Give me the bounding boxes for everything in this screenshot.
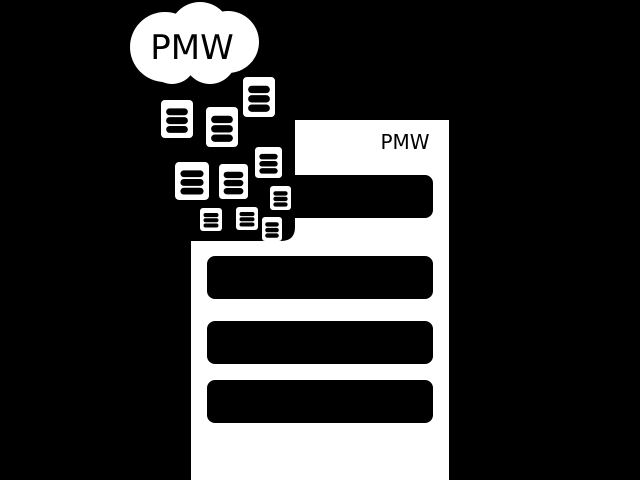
- panel-slot: [283, 175, 433, 218]
- server-icons: [161, 77, 291, 241]
- server-icon: [236, 207, 258, 230]
- panel-slot: [207, 256, 433, 299]
- server-icon: [270, 186, 291, 210]
- server-icon: [243, 77, 275, 117]
- server-icon: [175, 162, 209, 200]
- server-icon: [206, 107, 238, 147]
- server-icon: [200, 208, 222, 231]
- panel-slot: [207, 321, 433, 364]
- server-icon: [161, 100, 193, 138]
- panel-label: PMW: [380, 130, 430, 154]
- panel-slot: [207, 380, 433, 423]
- cloud-icon: [130, 2, 259, 84]
- cloud-label: PMW: [150, 28, 234, 68]
- server-icon: [262, 217, 282, 241]
- server-icon: [219, 164, 248, 199]
- server-icon: [255, 147, 282, 178]
